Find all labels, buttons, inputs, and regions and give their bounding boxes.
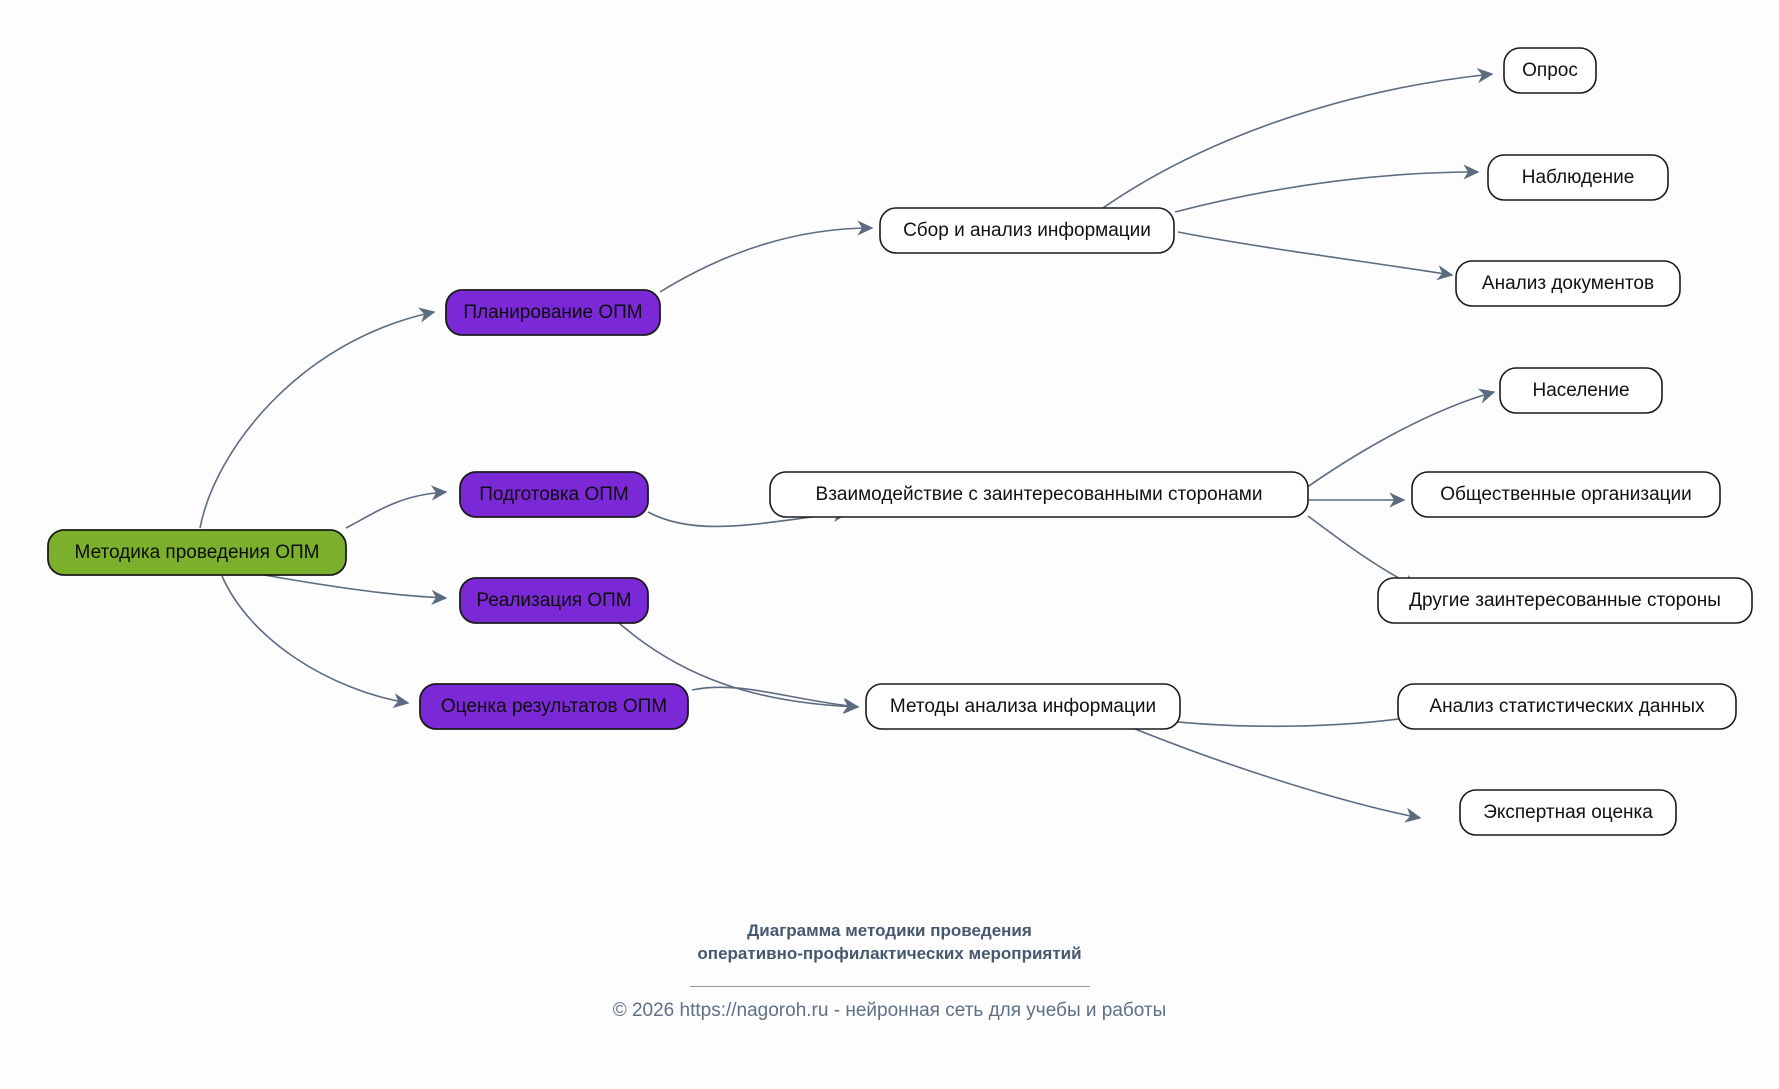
node-documents-shape[interactable] [1455, 260, 1681, 307]
node-observation-shape[interactable] [1487, 154, 1669, 201]
node-population-shape[interactable] [1499, 367, 1663, 414]
footer-title-line2: оперативно-профилактических мероприятий [697, 943, 1082, 963]
footer-title: Диаграмма методики проведения оперативно… [0, 920, 1779, 966]
node-interaction-shape[interactable] [769, 471, 1309, 518]
node-methods-shape[interactable] [865, 683, 1181, 730]
node-preparation[interactable]: Подготовка ОПМ [459, 471, 649, 518]
edge-collection-to-observation [1174, 164, 1480, 213]
node-survey-shape[interactable] [1503, 47, 1597, 94]
node-planning[interactable]: Планирование ОПМ [445, 289, 661, 336]
footer-title-line1: Диаграмма методики проведения [747, 921, 1032, 940]
node-interaction[interactable]: Взаимодействие с заинтересованными сторо… [769, 471, 1309, 518]
edge-root-to-planning [199, 307, 436, 529]
footer-credit-text: © 2026 https://nagoroh.ru - нейронная се… [612, 1000, 1167, 1021]
node-root-shape[interactable] [47, 529, 347, 576]
node-preparation-shape[interactable] [459, 471, 649, 518]
node-observation[interactable]: Наблюдение [1487, 154, 1669, 201]
edges-layer [199, 67, 1496, 823]
node-documents[interactable]: Анализ документов [1455, 260, 1681, 307]
edge-evaluation-to-methods [691, 686, 860, 714]
edge-collection-to-documents [1177, 231, 1454, 281]
node-stats-shape[interactable] [1397, 683, 1737, 730]
node-realization[interactable]: Реализация ОПМ [459, 577, 649, 624]
node-collection-shape[interactable] [879, 207, 1175, 254]
edge-root-to-realization [263, 574, 448, 605]
node-expert-shape[interactable] [1459, 789, 1677, 836]
edge-planning-to-collection [659, 220, 874, 293]
edge-realization-to-methods [609, 614, 860, 715]
node-collection[interactable]: Сбор и анализ информации [879, 207, 1175, 254]
node-other-parties-shape[interactable] [1377, 577, 1753, 624]
node-other-parties[interactable]: Другие заинтересованные стороны [1377, 577, 1753, 624]
node-root[interactable]: Методика проведения ОПМ [47, 529, 347, 576]
node-stats[interactable]: Анализ статистических данных [1397, 683, 1737, 730]
edge-interaction-to-population [1302, 388, 1496, 491]
footer-divider [690, 986, 1090, 987]
node-realization-shape[interactable] [459, 577, 649, 624]
node-population[interactable]: Население [1499, 367, 1663, 414]
node-methods[interactable]: Методы анализа информации [865, 683, 1181, 730]
edge-root-to-preparation [345, 485, 448, 529]
edge-root-to-evaluation [221, 575, 410, 709]
node-public-orgs[interactable]: Общественные организации [1411, 471, 1721, 518]
node-evaluation[interactable]: Оценка результатов ОПМ [419, 683, 689, 730]
node-evaluation-shape[interactable] [419, 683, 689, 730]
edge-methods-to-expert [1117, 721, 1422, 823]
node-planning-shape[interactable] [445, 289, 661, 336]
footer-credit: © 2026 https://nagoroh.ru - нейронная се… [0, 1000, 1779, 1022]
edge-collection-to-survey [1099, 67, 1494, 211]
node-survey[interactable]: Опрос [1503, 47, 1597, 94]
node-expert[interactable]: Экспертная оценка [1459, 789, 1677, 836]
node-public-orgs-shape[interactable] [1411, 471, 1721, 518]
